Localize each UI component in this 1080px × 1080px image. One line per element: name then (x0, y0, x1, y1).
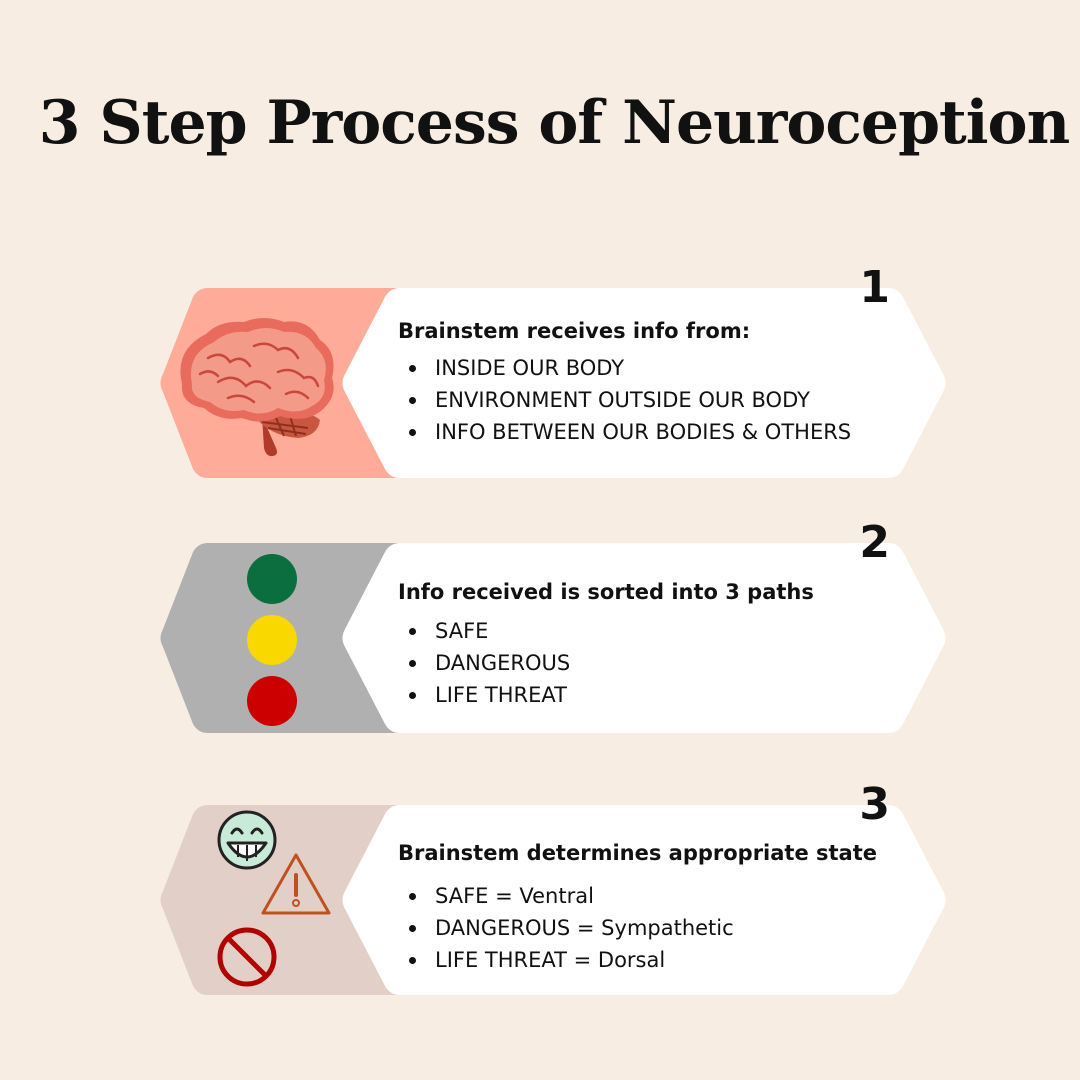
list-item: LIFE THREAT (398, 679, 570, 711)
step-number: 3 (859, 779, 890, 830)
step-heading: Brainstem receives info from: (398, 319, 751, 343)
step-item-list: INSIDE OUR BODY ENVIRONMENT OUTSIDE OUR … (398, 352, 851, 448)
state-icons (217, 810, 331, 987)
list-item: SAFE (398, 615, 570, 647)
red-light-icon (247, 676, 297, 726)
list-item: INFO BETWEEN OUR BODIES & OTHERS (398, 416, 851, 448)
list-item: INSIDE OUR BODY (398, 352, 851, 384)
list-item: SAFE = Ventral (398, 880, 734, 912)
green-light-icon (247, 554, 297, 604)
step-heading: Info received is sorted into 3 paths (398, 580, 814, 604)
page-title: 3 Step Process of Neuroception (38, 88, 1070, 158)
list-item: ENVIRONMENT OUTSIDE OUR BODY (398, 384, 851, 416)
list-item: DANGEROUS = Sympathetic (398, 912, 734, 944)
list-item: DANGEROUS (398, 647, 570, 679)
smiley-icon (217, 810, 277, 870)
step-heading: Brainstem determines appropriate state (398, 841, 878, 865)
step-item-list: SAFE DANGEROUS LIFE THREAT (398, 615, 570, 711)
step-item-list: SAFE = Ventral DANGEROUS = Sympathetic L… (398, 880, 734, 976)
traffic-light-icon (247, 554, 297, 726)
brain-icon (180, 318, 334, 457)
step-3-card: 3 Brainstem determines appropriate state… (158, 779, 950, 995)
step-number: 2 (859, 517, 890, 568)
step-number: 1 (859, 262, 890, 313)
warning-icon (261, 853, 331, 915)
step-2-card: 2 Info received is sorted into 3 paths S… (158, 517, 950, 733)
step-1-card: 1 Brainstem receives info from: INSIDE O… (158, 262, 950, 478)
list-item: LIFE THREAT = Dorsal (398, 944, 734, 976)
prohibited-icon (217, 927, 277, 987)
yellow-light-icon (247, 615, 297, 665)
